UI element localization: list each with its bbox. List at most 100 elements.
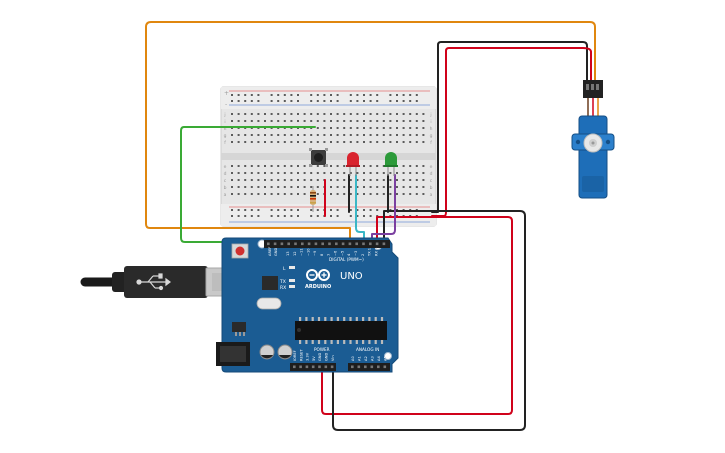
breadboard-hole xyxy=(389,193,392,195)
rail-hole xyxy=(290,215,293,217)
breadboard-hole xyxy=(422,186,425,188)
header-pin[interactable] xyxy=(287,242,290,246)
header-pin[interactable] xyxy=(383,365,387,369)
header-pin[interactable] xyxy=(273,242,277,246)
breadboard-hole xyxy=(283,193,286,195)
wire-purple[interactable] xyxy=(371,174,396,246)
wire-black-servo[interactable] xyxy=(431,41,588,213)
header-pin[interactable] xyxy=(314,242,318,246)
breadboard-hole xyxy=(336,141,339,143)
header-pin[interactable] xyxy=(369,242,372,246)
reset-button[interactable] xyxy=(231,243,249,259)
header-pin[interactable] xyxy=(362,242,365,246)
breadboard-hole xyxy=(369,141,372,143)
breadboard-hole xyxy=(290,120,293,122)
rail-hole xyxy=(402,94,405,96)
header-pin[interactable] xyxy=(377,365,380,369)
header-pin[interactable] xyxy=(341,242,345,246)
rail-hole xyxy=(389,94,392,96)
wire-cyan[interactable] xyxy=(355,174,365,246)
header-pin[interactable] xyxy=(299,365,302,369)
rail-hole xyxy=(369,100,372,102)
row-letter: h xyxy=(224,126,227,132)
breadboard-hole xyxy=(316,127,319,129)
breadboard-hole xyxy=(343,141,346,143)
breadboard-hole xyxy=(297,172,299,174)
rail-hole xyxy=(409,100,412,102)
chip-leg xyxy=(330,317,333,321)
servo-motor[interactable] xyxy=(571,80,615,199)
header-pin[interactable] xyxy=(267,242,270,246)
header-pin[interactable] xyxy=(293,365,296,369)
header-pin[interactable] xyxy=(305,365,309,369)
header-pin[interactable] xyxy=(328,242,331,246)
wire-orange[interactable] xyxy=(145,21,596,241)
header-pin[interactable] xyxy=(301,242,304,246)
pin-label: ~5 xyxy=(340,251,344,256)
dc-power-jack[interactable] xyxy=(216,342,250,366)
power-analog-header-pins xyxy=(293,365,387,369)
pin-label: RESET xyxy=(299,349,303,361)
row-letter: d xyxy=(224,171,227,177)
header-pin[interactable] xyxy=(324,365,328,369)
breadboard-hole xyxy=(376,165,379,167)
wire-red-5v[interactable] xyxy=(321,216,513,415)
breadboard-hole xyxy=(257,193,260,195)
pin-label: A2 xyxy=(364,356,368,361)
breadboard-hole xyxy=(310,134,313,136)
header-pin[interactable] xyxy=(364,365,367,369)
header-pin[interactable] xyxy=(382,242,386,246)
header-pin[interactable] xyxy=(375,242,379,246)
breadboard-hole xyxy=(389,172,392,174)
wire-red-servo[interactable] xyxy=(431,47,592,217)
rail-hole xyxy=(257,100,260,102)
breadboard-hole xyxy=(343,186,346,188)
header-pin[interactable] xyxy=(370,365,374,369)
header-pin[interactable] xyxy=(330,365,334,369)
rail-hole xyxy=(297,209,299,211)
rail-hole xyxy=(330,209,332,211)
breadboard-hole xyxy=(402,172,405,174)
breadboard-hole xyxy=(376,141,379,143)
header-pin[interactable] xyxy=(294,242,297,246)
resistor[interactable] xyxy=(310,186,316,212)
breadboard-hole xyxy=(283,172,286,174)
wire-black-gnd[interactable] xyxy=(332,210,526,431)
chip-leg xyxy=(336,340,339,344)
header-pin[interactable] xyxy=(307,242,311,246)
header-pin[interactable] xyxy=(321,242,324,246)
header-pin[interactable] xyxy=(348,242,352,246)
rail-hole xyxy=(250,215,253,217)
rail-hole xyxy=(330,215,332,217)
breadboard-hole xyxy=(297,186,299,188)
breadboard-hole xyxy=(231,179,233,181)
header-pin[interactable] xyxy=(355,242,358,246)
led-red[interactable] xyxy=(346,152,360,176)
breadboard-hole xyxy=(369,186,372,188)
led-green[interactable] xyxy=(384,152,398,176)
header-pin[interactable] xyxy=(351,365,354,369)
header-pin[interactable] xyxy=(280,242,284,246)
header-pin[interactable] xyxy=(311,365,315,369)
breadboard-hole xyxy=(270,172,273,174)
breadboard-hole xyxy=(237,186,240,188)
rail-hole xyxy=(349,100,352,102)
header-pin[interactable] xyxy=(335,242,338,246)
header-pin[interactable] xyxy=(357,365,361,369)
arduino-uno-board[interactable]: L TX RX UNO ARDUINO DIGITAL (PWM~) POWER… xyxy=(216,237,399,373)
breadboard-hole xyxy=(336,165,339,167)
breadboard-hole xyxy=(356,186,359,188)
breadboard-hole xyxy=(270,113,273,115)
row-letter: a xyxy=(224,193,227,198)
breadboard-hole xyxy=(336,186,339,188)
breadboard-hole xyxy=(244,165,247,167)
wire-green[interactable] xyxy=(180,126,359,247)
chip-leg xyxy=(362,340,365,344)
header-pin[interactable] xyxy=(318,365,321,369)
push-button[interactable] xyxy=(309,148,328,167)
breadboard-hole xyxy=(283,134,286,136)
breadboard-hole xyxy=(237,134,240,136)
breadboard-hole xyxy=(356,179,359,181)
pin-label: TX 1 xyxy=(368,248,372,257)
